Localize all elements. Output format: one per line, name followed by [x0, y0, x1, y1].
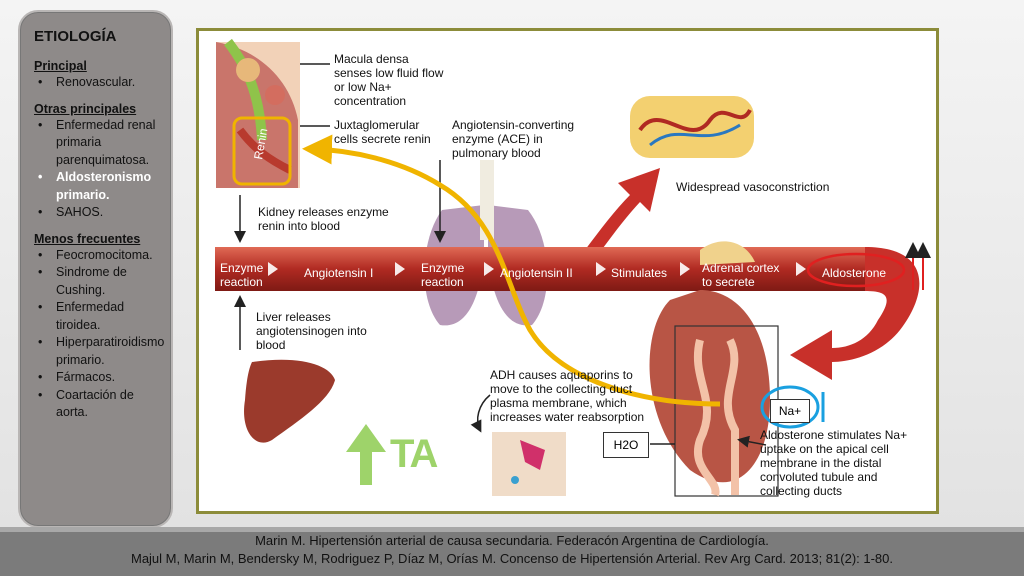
label-vasoconstriction: Widespread vasoconstriction: [676, 180, 830, 194]
na-highlight-circle: [760, 385, 820, 429]
renin-highlight-box: [232, 116, 292, 186]
aldosterone-highlight-circle: [806, 252, 906, 288]
green-up-arrow-icon: [346, 424, 386, 485]
liver-illustration: [244, 359, 335, 443]
label-adh: ADH causes aquaporins to move to the col…: [490, 368, 645, 424]
capillary-illustration: [630, 96, 754, 158]
list-item: SAHOS.: [34, 204, 161, 222]
label-enzyme-reaction-2: Enzyme reaction: [421, 261, 465, 289]
blood-vessel: [215, 247, 865, 291]
citation-1: Marin M. Hipertensión arterial de causa …: [255, 533, 769, 548]
section-heading-principal: Principal: [34, 59, 87, 73]
na-box: Na+: [770, 399, 810, 423]
section-heading-otras: Otras principales: [34, 101, 137, 116]
list-item: Fármacos.: [34, 369, 161, 387]
list-item: Renovascular.: [34, 74, 161, 92]
list-otras: Enfermedad renal primaria parenquimatosa…: [34, 117, 161, 222]
list-item-highlighted: Aldosteronismo primario.: [34, 169, 161, 204]
adh-inset: [492, 432, 566, 496]
label-aldosterone: Aldosterone: [822, 266, 887, 280]
label-macula-densa: Macula densa senses low fluid flow or lo…: [334, 52, 444, 108]
label-ace: Angiotensin-converting enzyme (ACE) in p…: [452, 118, 575, 160]
list-item: Feocromocitoma.: [34, 247, 161, 265]
list-item: Hiperparatiroidismo primario.: [34, 334, 164, 369]
vasoconstriction-arrow: [585, 168, 660, 252]
nephron-illustration: [216, 38, 300, 188]
kidney-illustration: [649, 241, 779, 497]
section-heading-menos: Menos frecuentes: [34, 231, 141, 246]
list-item: Enfermedad tiroidea.: [34, 299, 161, 334]
list-item: Enfermedad renal primaria parenquimatosa…: [34, 117, 161, 170]
footer-strip: [0, 527, 1024, 532]
arrow-adh: [470, 394, 491, 433]
ta-label: TA: [390, 432, 438, 476]
yellow-feedback-arrow: [302, 134, 721, 407]
list-principal: Renovascular.: [34, 74, 161, 92]
label-stimulates: Stimulates: [611, 266, 668, 280]
renin-tag: Renin: [251, 127, 270, 160]
sidebar-title: ETIOLOGÍA: [34, 28, 117, 45]
label-enzyme-reaction-1: Enzyme reaction: [220, 261, 264, 289]
vessel-return-arrow: [790, 247, 920, 380]
label-angiotensin-2: Angiotensin II: [500, 266, 573, 280]
label-adrenal-cortex: Adrenal cortex to secrete: [702, 261, 780, 289]
citation-2: Majul M, Marin M, Bendersky M, Rodriguez…: [130, 551, 894, 566]
label-jg-cells: Juxtaglomerular cells secrete renin: [334, 118, 431, 146]
label-liver-releases: Liver releases angiotensinogen into bloo…: [256, 310, 367, 352]
label-aldosterone-stimulates: Aldosterone stimulates Na+ uptake on the…: [760, 428, 908, 498]
label-angiotensin-1: Angiotensin I: [304, 266, 374, 280]
h2o-box: H2O: [603, 432, 649, 458]
label-kidney-releases: Kidney releases enzyme renin into blood: [258, 205, 389, 233]
list-item: Sindrome de Cushing.: [34, 264, 161, 299]
arrow-na-uptake: [737, 435, 767, 448]
footer: [0, 532, 1024, 576]
list-item: Coartación de aorta.: [34, 387, 161, 422]
vessel-flow-chevrons: [268, 262, 806, 276]
etiology-sidebar: ETIOLOGÍA Principal Renovascular. Otras …: [18, 10, 173, 528]
list-menos: Feocromocitoma. Sindrome de Cushing. Enf…: [34, 247, 164, 422]
